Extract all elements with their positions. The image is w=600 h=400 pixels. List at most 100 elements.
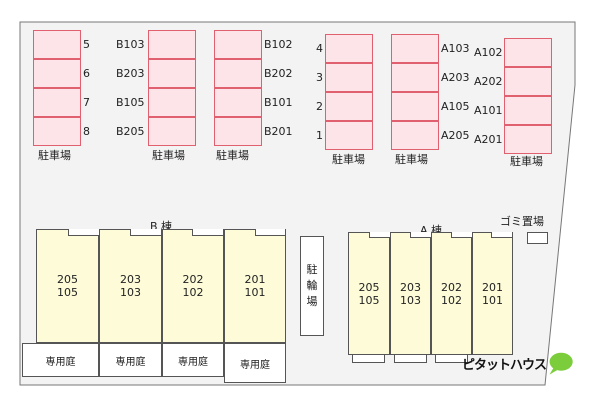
brand-logo: ピタットハウス xyxy=(462,343,574,383)
stall-label: B105 xyxy=(116,96,145,109)
stall-label: 3 xyxy=(316,71,323,84)
unit-b-202-102: 202 102 xyxy=(162,229,224,343)
stall-label: B102 xyxy=(264,38,293,51)
unit-upper-number: 201 xyxy=(482,280,503,294)
parking-stall xyxy=(504,125,552,154)
entrance-notch xyxy=(491,232,513,238)
stall-label: 5 xyxy=(83,38,90,51)
parking-label: 駐車場 xyxy=(332,153,365,166)
unit-lower-number: 103 xyxy=(120,286,141,299)
unit-lower-number: 105 xyxy=(57,286,78,299)
stall-label: A205 xyxy=(441,129,470,142)
garden-label: 専用庭 xyxy=(45,356,76,368)
private-garden: 専用庭 xyxy=(224,343,286,383)
unit-lower-number: 101 xyxy=(482,293,503,307)
parking-stall xyxy=(214,117,262,146)
parking-stall xyxy=(33,30,81,59)
parking-stall xyxy=(148,30,196,59)
parking-stall xyxy=(33,59,81,88)
unit-upper-number: 201 xyxy=(244,273,266,286)
unit-upper-number: 202 xyxy=(182,273,204,286)
unit-upper-number: 203 xyxy=(400,280,421,294)
garbage-label: ゴミ置場 xyxy=(500,215,544,228)
stall-label: B203 xyxy=(116,67,145,80)
parking-label: 駐車場 xyxy=(152,149,185,162)
bicycle-parking-char: 輪 xyxy=(306,279,318,292)
unit-lower-number: 101 xyxy=(244,286,266,299)
private-garden: 専用庭 xyxy=(162,343,224,377)
parking-label: 駐車場 xyxy=(216,149,249,162)
stall-label: A102 xyxy=(474,46,503,59)
unit-lower-number: 105 xyxy=(358,293,380,307)
stall-label: B201 xyxy=(264,125,293,138)
parking-stall xyxy=(148,117,196,146)
unit-upper-number: 205 xyxy=(358,280,380,294)
unit-b-203-103: 203 103 xyxy=(99,229,162,343)
parking-stall xyxy=(391,121,439,150)
stall-label: B103 xyxy=(116,38,145,51)
unit-lower-number: 102 xyxy=(441,293,462,307)
parking-stall xyxy=(504,67,552,96)
stall-label: A203 xyxy=(441,71,470,84)
entrance-notch xyxy=(410,232,432,238)
unit-b-205-105: 205 105 xyxy=(36,229,99,343)
stall-label: B205 xyxy=(116,125,145,138)
entrance-notch xyxy=(435,355,468,363)
unit-a-205-105: 205 105 xyxy=(348,232,390,355)
parking-stall xyxy=(325,34,373,63)
garbage-area xyxy=(527,232,548,244)
stall-label: 2 xyxy=(316,100,323,113)
unit-lower-number: 102 xyxy=(182,286,204,299)
unit-upper-number: 205 xyxy=(57,273,78,286)
parking-label: 駐車場 xyxy=(510,155,543,168)
entrance-notch xyxy=(394,355,427,363)
unit-lower-number: 103 xyxy=(400,293,421,307)
stall-label: B202 xyxy=(264,67,293,80)
parking-stall xyxy=(33,117,81,146)
parking-stall xyxy=(325,63,373,92)
parking-stall xyxy=(214,88,262,117)
leaf-icon xyxy=(549,352,573,375)
parking-stall xyxy=(391,63,439,92)
garden-label: 専用庭 xyxy=(115,356,146,368)
parking-stall xyxy=(214,30,262,59)
brand-logo-text: ピタットハウス xyxy=(462,357,547,373)
stall-label: A103 xyxy=(441,42,470,55)
unit-a-201-101: 201 101 xyxy=(472,232,513,355)
entrance-notch xyxy=(192,229,224,236)
unit-b-201-101: 201 101 xyxy=(224,229,286,343)
parking-label: 駐車場 xyxy=(395,153,428,166)
unit-upper-number: 203 xyxy=(120,273,141,286)
entrance-notch xyxy=(255,229,286,236)
stall-label: 8 xyxy=(83,125,90,138)
stall-label: A202 xyxy=(474,75,503,88)
garden-label: 専用庭 xyxy=(178,356,208,368)
stall-label: A105 xyxy=(441,100,470,113)
parking-stall xyxy=(214,59,262,88)
stall-label: 1 xyxy=(316,129,323,142)
parking-stall xyxy=(391,92,439,121)
stall-label: 7 xyxy=(83,96,90,109)
entrance-notch xyxy=(451,232,473,238)
unit-upper-number: 202 xyxy=(441,280,462,294)
entrance-notch xyxy=(369,232,391,238)
unit-a-203-103: 203 103 xyxy=(390,232,431,355)
stall-label: A201 xyxy=(474,133,503,146)
bicycle-parking: 駐 輪 場 xyxy=(300,236,324,336)
parking-stall xyxy=(391,34,439,63)
parking-stall xyxy=(504,38,552,67)
stall-label: A101 xyxy=(474,104,503,117)
private-garden: 専用庭 xyxy=(22,343,99,377)
garden-label: 専用庭 xyxy=(240,359,270,371)
private-garden: 専用庭 xyxy=(99,343,162,377)
entrance-notch xyxy=(130,229,162,236)
parking-label: 駐車場 xyxy=(38,149,71,162)
parking-stall xyxy=(325,121,373,150)
entrance-notch xyxy=(68,229,100,236)
stall-label: 6 xyxy=(83,67,90,80)
entrance-notch xyxy=(352,355,385,363)
parking-stall xyxy=(325,92,373,121)
parking-stall xyxy=(33,88,81,117)
parking-stall xyxy=(148,88,196,117)
unit-a-202-102: 202 102 xyxy=(431,232,472,355)
